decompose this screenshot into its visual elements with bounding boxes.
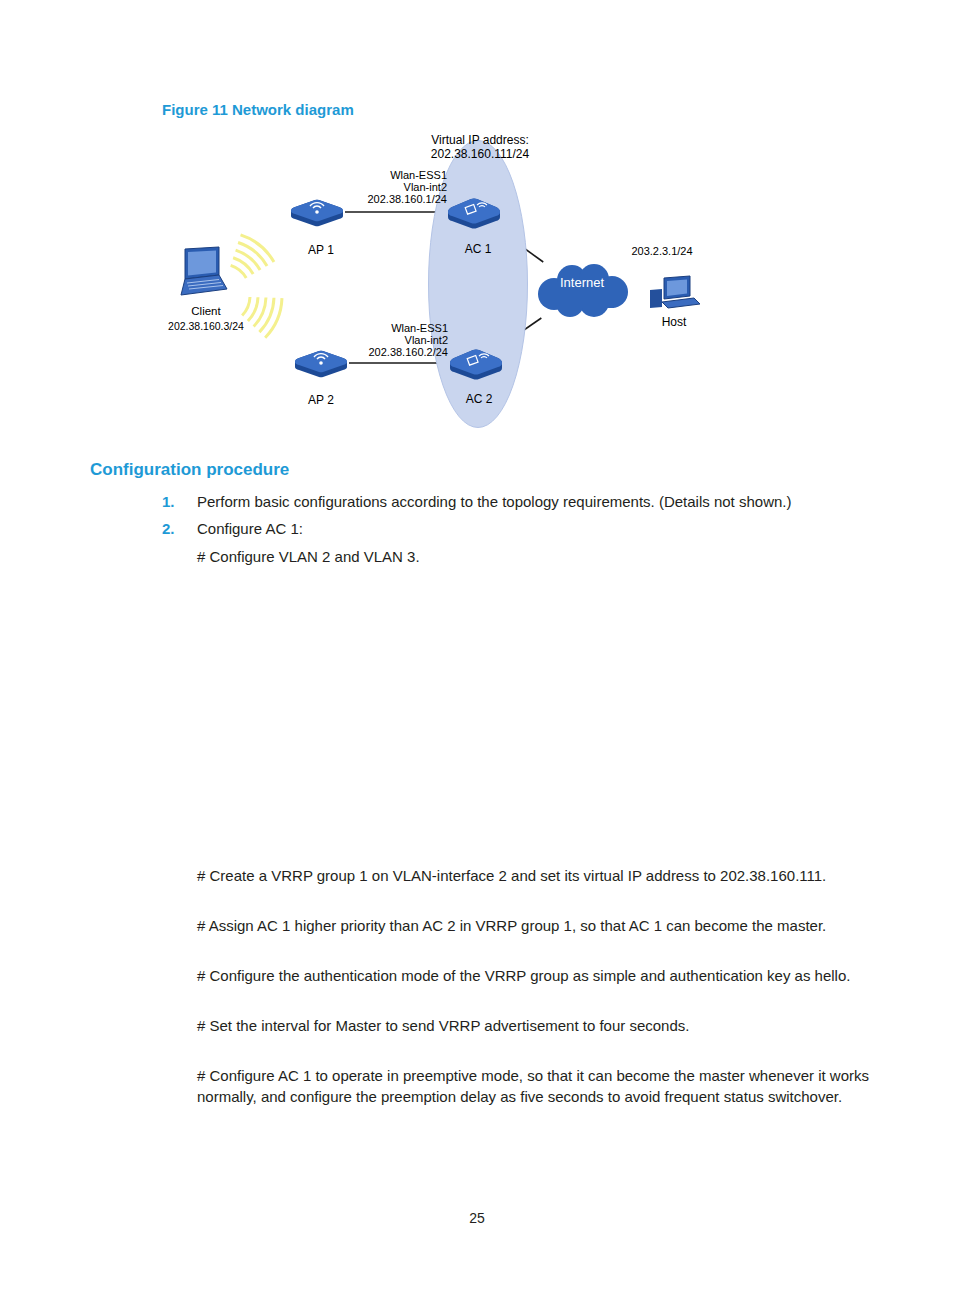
access-controller-outline <box>447 195 501 229</box>
link-line <box>345 211 447 213</box>
step-number: 2. <box>162 518 175 539</box>
wave-arc <box>242 297 250 315</box>
comment-text: # Configure AC 1 to operate in preemptiv… <box>197 1065 869 1107</box>
device-label: Client <box>191 305 220 319</box>
device-label: 202.38.160.3/24 <box>168 320 244 333</box>
vrrp-group-ellipse: Virtual IP address: 202.38.160.111/24Wla… <box>428 140 528 428</box>
device-label: 203.2.3.1/24 <box>631 245 692 258</box>
access-controller: Wlan-ESS1Vlan-int2202.38.160.2/24AC 2 <box>449 346 503 380</box>
section-heading: Configuration procedure <box>90 459 289 480</box>
comment-text: # Assign AC 1 higher priority than AC 2 … <box>197 915 917 936</box>
comment-text: # Create a VRRP group 1 on VLAN-interfac… <box>197 865 917 886</box>
internet-cloud: Internet <box>532 262 632 318</box>
device-label: Vlan-int2 <box>405 334 448 347</box>
page-number: 25 <box>469 1208 485 1229</box>
access-point-outline <box>293 347 349 379</box>
device-label: Host <box>662 315 687 329</box>
device-label: Virtual IP address: 202.38.160.111/24 <box>420 133 540 161</box>
comment-text: # Configure the authentication mode of t… <box>197 965 917 986</box>
link-line <box>349 362 449 364</box>
step-text: Perform basic configurations according t… <box>197 491 917 512</box>
wave-arc <box>241 235 274 262</box>
access-point-outline <box>289 196 345 228</box>
device-label: AP 1 <box>308 243 334 257</box>
figure-title: Figure 11 Network diagram <box>162 101 354 118</box>
device-label: Wlan-ESS1 <box>390 169 447 182</box>
step-number: 1. <box>162 491 175 512</box>
access-controller: Wlan-ESS1Vlan-int2202.38.160.1/24AC 1 <box>447 195 501 229</box>
device-label: 202.38.160.1/24 <box>367 193 447 206</box>
host-computer-outline <box>648 276 700 308</box>
wave-arc <box>233 258 253 274</box>
wave-arc <box>265 298 282 338</box>
device-label: 202.38.160.2/24 <box>368 346 448 359</box>
internet-cloud-outline <box>532 262 632 318</box>
access-point: AP 1 <box>289 196 345 228</box>
client-laptop: Client202.38.160.3/24 <box>175 245 229 301</box>
device-label: Vlan-int2 <box>404 181 447 194</box>
host-computer: 203.2.3.1/24Host <box>648 276 700 308</box>
device-label: Internet <box>532 275 632 290</box>
access-controller-outline <box>449 346 503 380</box>
step-text: Configure AC 1: <box>197 518 917 539</box>
device-label: AP 2 <box>308 393 334 407</box>
comment-text: # Set the interval for Master to send VR… <box>197 1015 917 1036</box>
device-label: AC 2 <box>466 392 493 406</box>
device-label: AC 1 <box>465 242 492 256</box>
wave-arc <box>248 297 258 321</box>
access-point: AP 2 <box>293 347 349 379</box>
comment-text: # Configure VLAN 2 and VLAN 3. <box>197 546 917 567</box>
wave-arc <box>231 265 247 278</box>
wave-arc <box>254 298 266 327</box>
client-laptop-outline <box>175 245 229 301</box>
device-label: Wlan-ESS1 <box>391 322 448 335</box>
